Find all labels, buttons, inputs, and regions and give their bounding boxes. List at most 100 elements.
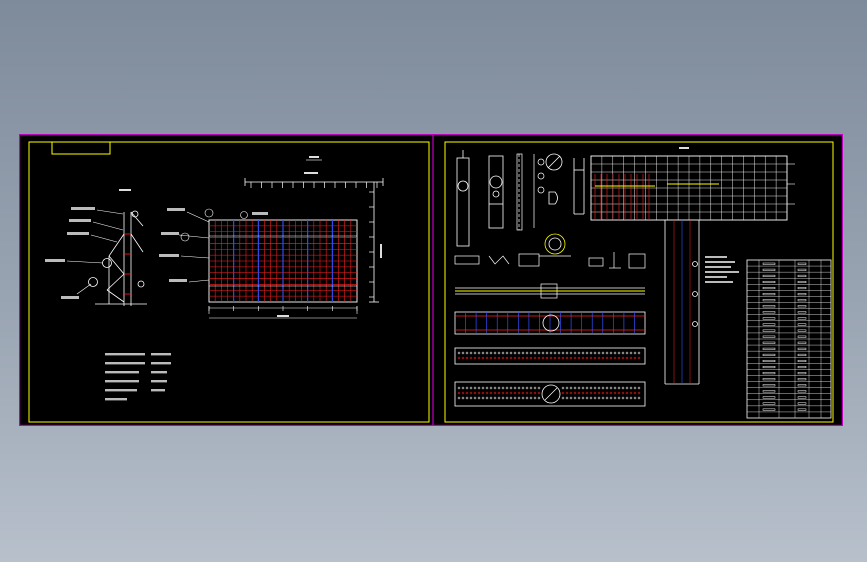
beam-section-1-dot: [461, 356, 465, 360]
schedule-cell-text: [797, 329, 807, 332]
beam-section-2-dot: [481, 386, 485, 390]
schedule-cell-text: [797, 262, 807, 265]
beam-section-1-dot: [597, 351, 601, 355]
schedule-cell-text: [762, 384, 776, 387]
beam-section-2-dot: [473, 386, 477, 390]
schedule-cell-text: [797, 280, 807, 283]
beam-section-1-dot: [553, 351, 557, 355]
face-top-label: [679, 147, 689, 149]
beam-section-1-pattern: [457, 351, 641, 360]
beam-section-2-dot: [569, 386, 573, 390]
beam-section-2-dot: [637, 396, 641, 400]
beam-section-1-dot: [573, 351, 577, 355]
beam-section-1-dot: [601, 356, 605, 360]
schedule-cell-text: [762, 396, 776, 399]
beam-section-2-pattern: [457, 386, 641, 400]
beam-section-1-dot: [477, 356, 481, 360]
beam-section-2-dot: [561, 386, 565, 390]
beam-section-1-dot: [541, 356, 545, 360]
schedule-cell-text: [762, 274, 776, 277]
beam-section-2-dot: [493, 391, 497, 395]
beam-section-2-dot: [633, 396, 637, 400]
schedule-cell-text: [762, 341, 776, 344]
sheet-1-title-tab: [51, 141, 111, 155]
schedule-cell-text: [762, 262, 776, 265]
beam-section-2-dot: [637, 391, 641, 395]
beam-section-2-dot: [565, 391, 569, 395]
schedule-cell-text: [762, 359, 776, 362]
beam-section-1-dot: [613, 356, 617, 360]
schedule-cell-text: [762, 335, 776, 338]
schedule-cell-text: [797, 268, 807, 271]
beam-section-2-dot: [605, 391, 609, 395]
tower-side-elevation: [88, 210, 147, 306]
beam-section-2-dot: [481, 391, 485, 395]
beam-section-2-dot: [509, 386, 513, 390]
tower-note-2: [69, 219, 91, 222]
schedule-cell-text: [797, 359, 807, 362]
beam-section-2-dot: [633, 391, 637, 395]
beam-section-2-dot: [597, 391, 601, 395]
beam-section-2-dot: [581, 396, 585, 400]
beam-section-2-dot: [505, 396, 509, 400]
beam-section-2-dot: [585, 386, 589, 390]
beam-section-2-dot: [589, 391, 593, 395]
panel-note-2: [161, 232, 179, 235]
beam-section-1-dot: [605, 356, 609, 360]
beam-section-2-dot: [473, 396, 477, 400]
beam-section-1-dot: [637, 356, 641, 360]
beam-section-1-dot: [497, 356, 501, 360]
tower-leader-callouts: [66, 209, 124, 295]
column-elevation-a: [456, 150, 470, 247]
beam-section-1-dot: [525, 356, 529, 360]
beam-section-1-dot: [481, 351, 485, 355]
beam-section-1-dot: [485, 351, 489, 355]
beam-section-1-dot: [625, 356, 629, 360]
beam-section-2-dot: [489, 391, 493, 395]
panel-note-1: [167, 208, 185, 211]
beam-section-1-dot: [469, 351, 473, 355]
beam-section-1-dot: [605, 351, 609, 355]
beam-section-1-dot: [533, 351, 537, 355]
tower-note-4: [45, 259, 65, 262]
material-quantity-notes: [105, 353, 171, 401]
beam-section-2-dot: [629, 386, 633, 390]
schedule-cell-text: [797, 293, 807, 296]
beam-section-2-dot: [469, 386, 473, 390]
beam-section-1-dot: [521, 356, 525, 360]
beam-section-1-dot: [513, 351, 517, 355]
beam-section-2-dot: [621, 396, 625, 400]
beam-section-1-dot: [593, 356, 597, 360]
small-details-row: [454, 252, 646, 269]
beam-section-1-dot: [637, 351, 641, 355]
schedule-cell-text: [797, 372, 807, 375]
beam-section-2-dot: [501, 396, 505, 400]
beam-section-2-dot: [597, 396, 601, 400]
beam-section-2-dot: [613, 386, 617, 390]
schedule-cell-text: [797, 311, 807, 314]
beam-section-1-dot: [537, 351, 541, 355]
schedule-cell-text: [797, 390, 807, 393]
beam-section-1-dot: [569, 351, 573, 355]
beam-section-1-dot: [561, 351, 565, 355]
beam-section-2-dot: [593, 386, 597, 390]
schedule-cell-text: [797, 317, 807, 320]
beam-section-2-dot: [637, 386, 641, 390]
beam-section-1-dot: [529, 356, 533, 360]
schedule-cell-text: [762, 317, 776, 320]
beam-section-2-dot: [505, 391, 509, 395]
schedule-cell-text: [762, 390, 776, 393]
beam-section-1-dot: [553, 356, 557, 360]
beam-section-2-dot: [513, 396, 517, 400]
beam-section-2-dot: [517, 386, 521, 390]
cad-drawing-canvas[interactable]: [19, 134, 843, 426]
beam-section-2-dot: [601, 386, 605, 390]
schedule-cell-text: [762, 402, 776, 405]
beam-section-2-dot: [537, 386, 541, 390]
beam-elevation-opening: [542, 314, 560, 332]
beam-section-1-dot: [625, 351, 629, 355]
beam-section-2-dot: [589, 396, 593, 400]
beam-section-1-dot: [557, 356, 561, 360]
billboard-face-rebar-grid: [591, 156, 787, 220]
